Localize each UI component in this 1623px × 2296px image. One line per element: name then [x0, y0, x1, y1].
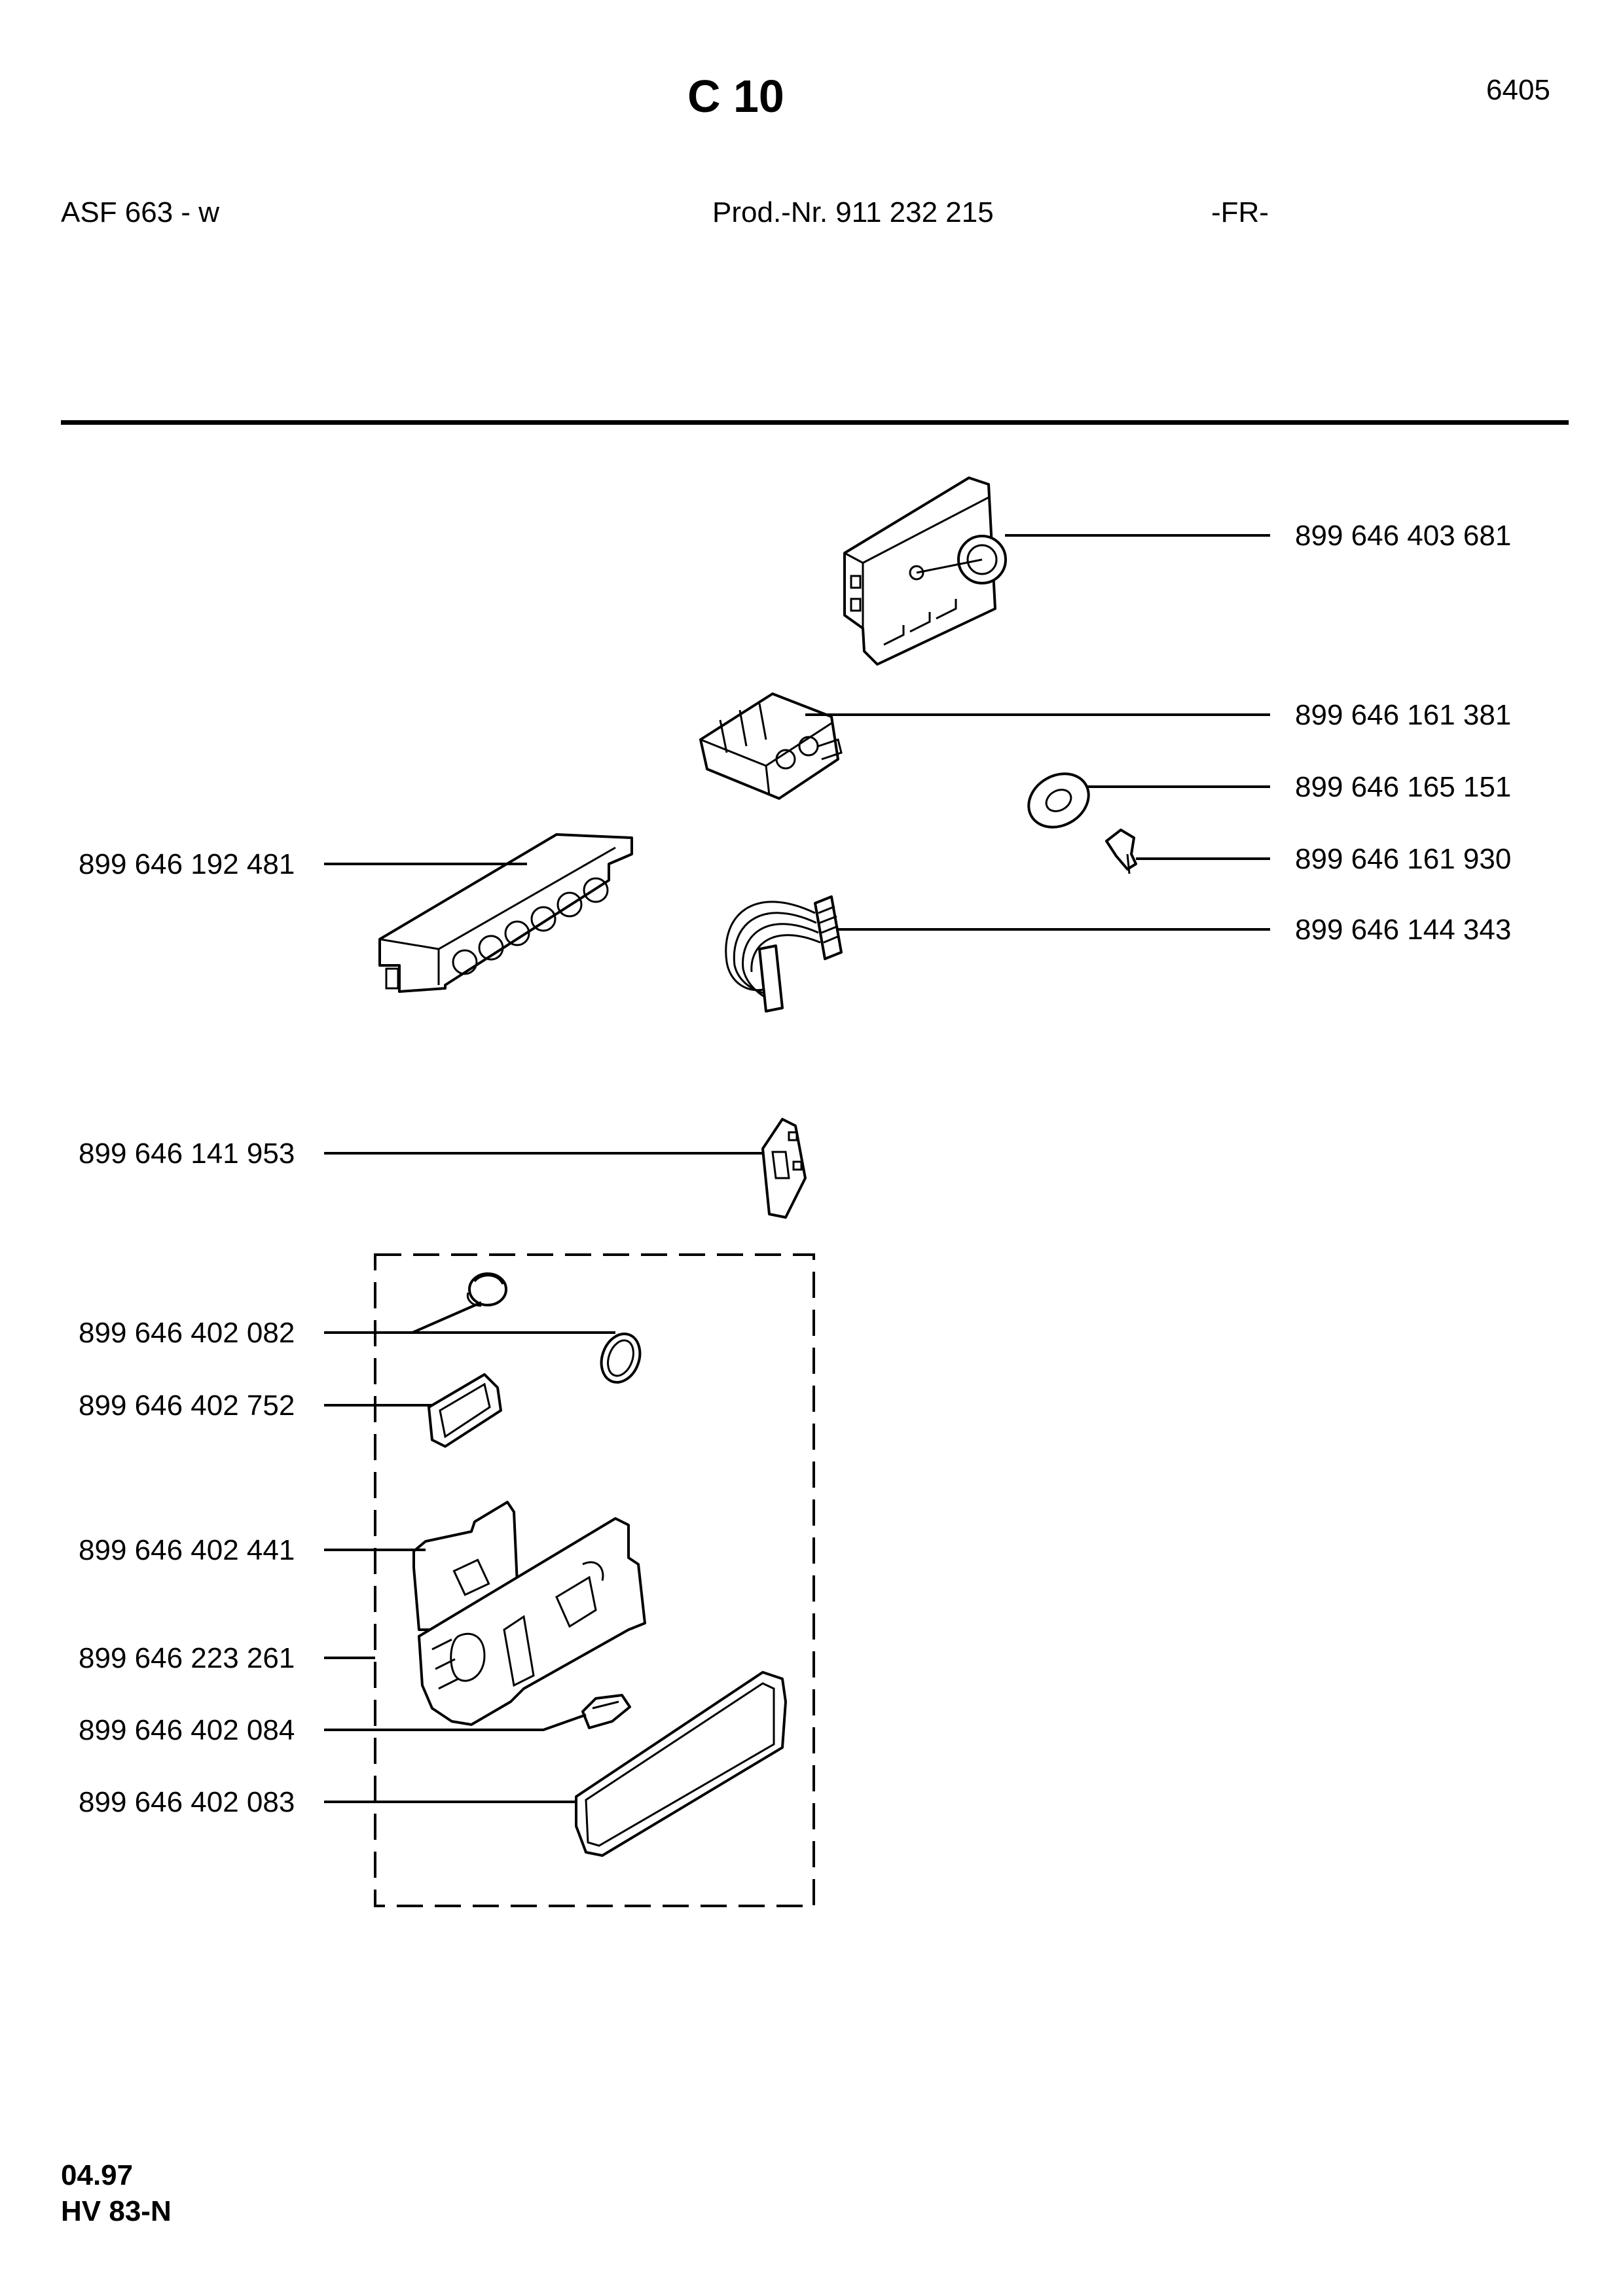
- timer-part: [843, 476, 1007, 666]
- leader-knob-oring: [324, 1301, 615, 1334]
- part-number-button-panel: 899 646 192 481: [79, 848, 295, 880]
- switch-part: [761, 1118, 807, 1219]
- washer-part: [1027, 772, 1090, 829]
- part-number-gasket-large: 899 646 402 083: [79, 1786, 295, 1818]
- product-number: Prod.-Nr. 911 232 215: [712, 196, 994, 228]
- part-number-timer: 899 646 403 681: [1295, 520, 1512, 552]
- part-number-knob-oring: 899 646 402 082: [79, 1317, 295, 1349]
- part-number-clip: 899 646 161 930: [1295, 843, 1512, 875]
- footer-code: HV 83-N: [61, 2195, 172, 2227]
- country-code: -FR-: [1211, 196, 1269, 228]
- assembly-box: [374, 1253, 815, 1907]
- part-number-switch: 899 646 141 953: [79, 1138, 295, 1170]
- part-number-door-lock-assembly: 899 646 223 261: [79, 1642, 295, 1674]
- part-number-cover-plate: 899 646 402 441: [79, 1534, 295, 1566]
- model-name: ASF 663 - w: [61, 196, 220, 228]
- part-number-wire-harness: 899 646 144 343: [1295, 914, 1512, 946]
- page-number: 6405: [1486, 74, 1550, 106]
- part-number-washer: 899 646 165 151: [1295, 771, 1512, 803]
- part-number-switch-block: 899 646 161 381: [1295, 699, 1512, 731]
- header-rule: [61, 420, 1569, 425]
- page-title: C 10: [687, 71, 784, 122]
- door-lock-assembly-part: [418, 1517, 646, 1726]
- leader-catch: [324, 1713, 587, 1731]
- knob-oring-part: [466, 1272, 642, 1384]
- footer-date: 04.97: [61, 2159, 134, 2191]
- part-number-gasket-small: 899 646 402 752: [79, 1390, 295, 1422]
- switch-block-part: [699, 692, 843, 800]
- button-panel-part: [378, 833, 633, 993]
- gasket-small-part: [428, 1373, 502, 1448]
- gasket-large-part: [575, 1671, 787, 1857]
- part-number-catch: 899 646 402 084: [79, 1714, 295, 1746]
- wire-harness-part: [725, 895, 843, 1013]
- catch-part: [581, 1694, 631, 1729]
- clip-part: [1105, 829, 1137, 874]
